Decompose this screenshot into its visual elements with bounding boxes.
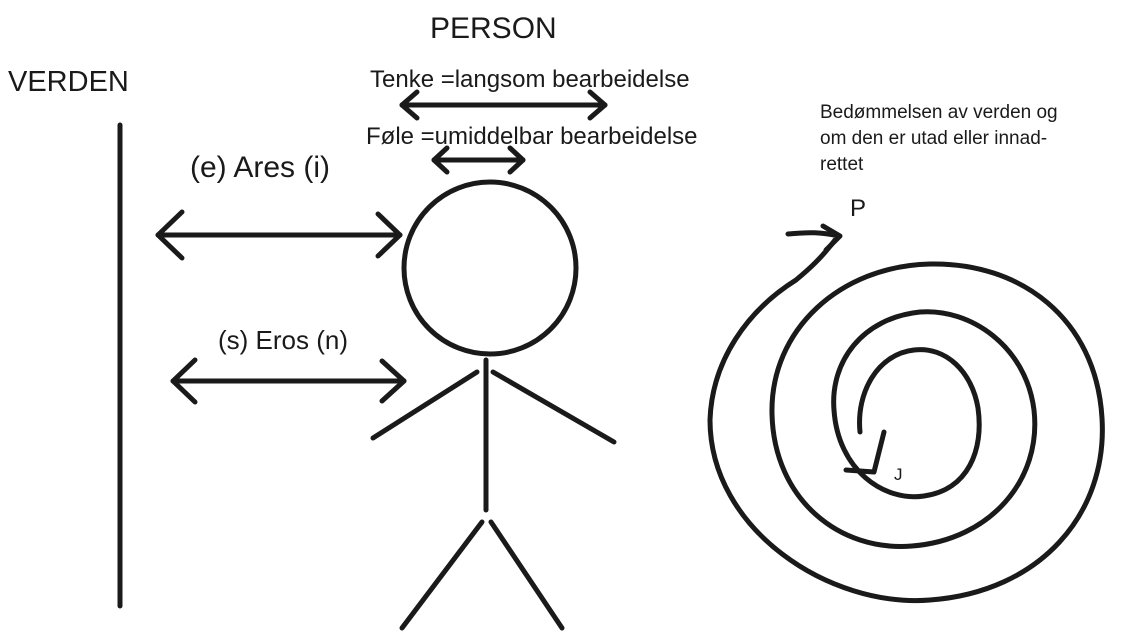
spiral-start-arrowhead bbox=[823, 226, 840, 250]
ares-arrow bbox=[158, 212, 400, 258]
thinking-label: Tenke =langsom bearbeidelse bbox=[370, 68, 690, 92]
judgement-note-line-2: om den er utad eller innad- bbox=[820, 126, 1058, 152]
thinking-arrow bbox=[402, 92, 605, 118]
eros-arrow bbox=[173, 360, 404, 402]
stick-figure-left-leg bbox=[402, 522, 482, 628]
spiral-start-label: P bbox=[850, 197, 866, 221]
stick-figure bbox=[373, 182, 614, 628]
world-heading: VERDEN bbox=[8, 68, 129, 97]
judgement-note-line-3: rettet bbox=[820, 152, 1058, 178]
stick-figure-right-arm bbox=[493, 372, 614, 442]
judgement-note: Bedømmelsen av verden og om den er utad … bbox=[820, 100, 1058, 178]
spiral-end-label: J bbox=[894, 466, 903, 483]
stick-figure-head bbox=[404, 182, 576, 354]
person-heading: PERSON bbox=[430, 14, 557, 44]
spiral-path bbox=[710, 233, 1102, 601]
eros-label: (s) Eros (n) bbox=[218, 327, 348, 353]
feeling-arrow bbox=[434, 148, 523, 172]
stick-figure-right-leg bbox=[491, 522, 562, 628]
ares-label: (e) Ares (i) bbox=[190, 153, 330, 183]
judgement-note-line-1: Bedømmelsen av verden og bbox=[820, 100, 1058, 126]
feeling-label: Føle =umiddelbar bearbeidelse bbox=[366, 125, 698, 149]
